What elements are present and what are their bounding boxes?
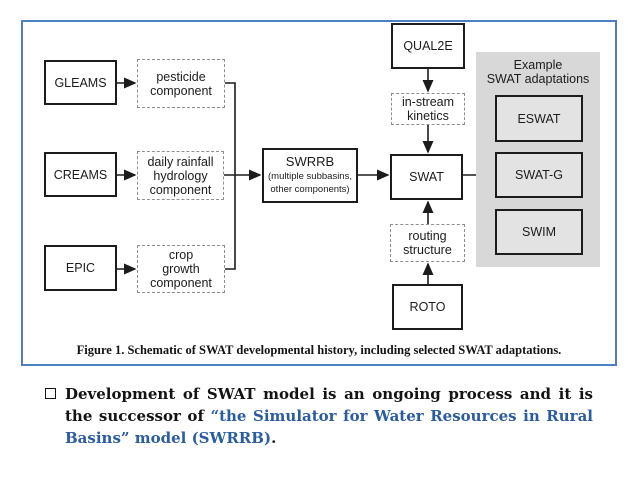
figure-frame: Example SWAT adaptations GLEAMS pesticid… [21,20,617,366]
node-routing-label: routing structure [403,229,452,257]
bullet-paragraph: Development of SWAT model is an ongoing … [45,383,593,449]
node-crop-label: crop growth component [150,248,212,290]
figure-caption: Figure 1. Schematic of SWAT developmenta… [76,343,562,357]
diagram: Example SWAT adaptations GLEAMS pesticid… [23,22,615,364]
node-roto: ROTO [392,284,463,330]
node-crop-component: crop growth component [137,245,225,293]
node-swat-label: SWAT [409,170,444,184]
node-swat: SWAT [390,154,463,200]
node-swim: SWIM [495,209,583,255]
node-swatg-label: SWAT-G [515,168,563,182]
node-qual2e: QUAL2E [391,23,465,69]
bullet-text-highlight: “the Simulator for Water Resources in Ru… [65,407,593,447]
bullet-text-period: . [271,429,277,447]
node-epic: EPIC [44,245,117,291]
bullet-text-black: Development of SWAT model is an ongoing … [65,385,593,425]
node-gleams: GLEAMS [44,60,117,105]
node-qual2e-label: QUAL2E [403,39,453,53]
node-pesticide-component: pesticide component [137,59,225,108]
node-swrrb: SWRRB (multiple subbasins, other compone… [262,148,358,203]
node-eswat-label: ESWAT [517,111,561,126]
node-creams: CREAMS [44,152,117,197]
node-swatg: SWAT-G [495,152,583,198]
node-hydrology-component: daily rainfall hydrology component [137,151,224,200]
node-swim-label: SWIM [521,225,557,239]
adaptations-panel-title: Example SWAT adaptations [486,58,590,87]
node-pesticide-label: pesticide component [150,69,212,98]
node-routing-structure: routing structure [390,224,465,262]
node-swrrb-label: SWRRB [285,153,335,169]
node-instream-kinetics: in-stream kinetics [391,93,465,125]
node-gleams-label: GLEAMS [54,75,107,90]
bullet-text: Development of SWAT model is an ongoing … [65,383,593,449]
node-instream-label: in-stream kinetics [401,95,455,123]
node-eswat: ESWAT [495,95,583,142]
node-creams-label: CREAMS [53,167,108,182]
node-epic-label: EPIC [65,261,96,275]
bullet-square-icon [45,388,56,399]
node-swrrb-sublabel: (multiple subbasins, other components) [268,171,352,195]
node-hydrology-label: daily rainfall hydrology component [147,154,214,197]
node-roto-label: ROTO [409,300,446,314]
